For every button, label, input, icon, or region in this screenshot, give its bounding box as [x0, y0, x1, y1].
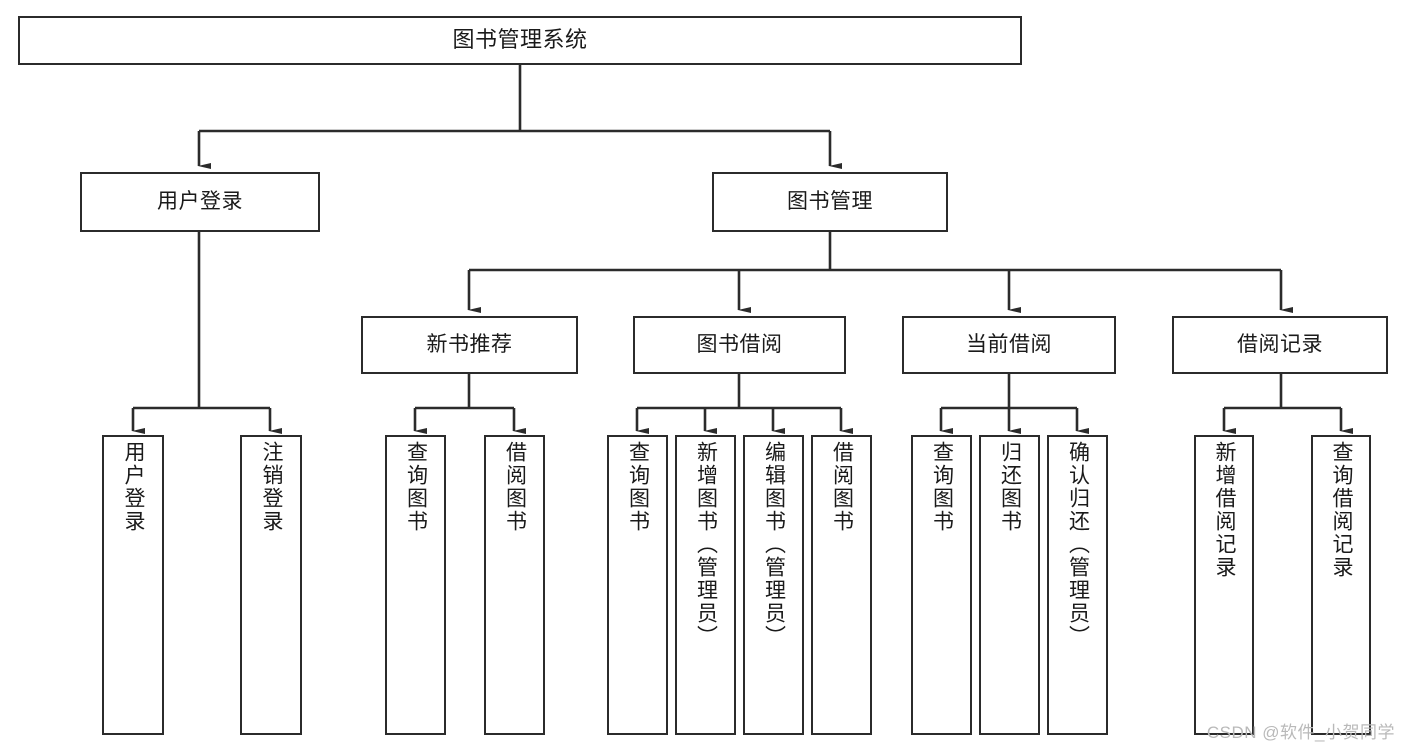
node-label: 借阅图书 — [830, 441, 854, 533]
node-label: 借阅图书 — [503, 441, 527, 533]
node-book-management[interactable]: 图书管理 — [712, 172, 948, 232]
node-label: 图书借阅 — [696, 333, 783, 357]
leaf-add-book[interactable]: 新增图书（管理员） — [675, 435, 736, 735]
node-label: 用户登录 — [157, 190, 243, 214]
node-label: 查询借阅记录 — [1329, 441, 1353, 579]
node-user-login[interactable]: 用户登录 — [80, 172, 320, 232]
node-book-borrow[interactable]: 图书借阅 — [633, 316, 846, 374]
leaf-query-borrow-record[interactable]: 查询借阅记录 — [1311, 435, 1371, 735]
leaf-return-book[interactable]: 归还图书 — [979, 435, 1040, 735]
node-label: 编辑图书（管理员） — [762, 441, 786, 648]
leaf-edit-book[interactable]: 编辑图书（管理员） — [743, 435, 804, 735]
node-label: 新增借阅记录 — [1212, 441, 1236, 579]
node-label: 图书管理 — [787, 190, 873, 214]
node-label: 用户登录 — [121, 441, 145, 533]
node-label: 当前借阅 — [966, 333, 1052, 357]
leaf-borrow-book-recommend[interactable]: 借阅图书 — [484, 435, 545, 735]
node-label: 查询图书 — [930, 441, 954, 533]
leaf-user-login[interactable]: 用户登录 — [102, 435, 164, 735]
node-label: 借阅记录 — [1237, 333, 1323, 357]
node-label: 新增图书（管理员） — [694, 441, 718, 648]
csdn-watermark: CSDN @软件_小贺同学 — [1206, 723, 1395, 742]
leaf-confirm-return[interactable]: 确认归还（管理员） — [1047, 435, 1108, 735]
node-label: 图书管理系统 — [452, 27, 588, 53]
leaf-logout[interactable]: 注销登录 — [240, 435, 302, 735]
node-label: 查询图书 — [404, 441, 428, 533]
leaf-query-book-recommend[interactable]: 查询图书 — [385, 435, 446, 735]
leaf-query-book-current[interactable]: 查询图书 — [911, 435, 972, 735]
node-new-book-recommend[interactable]: 新书推荐 — [361, 316, 578, 374]
node-label: 归还图书 — [998, 441, 1022, 533]
node-current-borrow[interactable]: 当前借阅 — [902, 316, 1116, 374]
node-label: 查询图书 — [626, 441, 650, 533]
node-label: 确认归还（管理员） — [1066, 441, 1090, 648]
leaf-query-book-borrow[interactable]: 查询图书 — [607, 435, 668, 735]
leaf-add-borrow-record[interactable]: 新增借阅记录 — [1194, 435, 1254, 735]
node-label: 新书推荐 — [426, 333, 513, 357]
node-borrow-record[interactable]: 借阅记录 — [1172, 316, 1388, 374]
leaf-borrow-book[interactable]: 借阅图书 — [811, 435, 872, 735]
node-label: 注销登录 — [259, 441, 283, 533]
node-root-book-management-system[interactable]: 图书管理系统 — [18, 16, 1022, 65]
